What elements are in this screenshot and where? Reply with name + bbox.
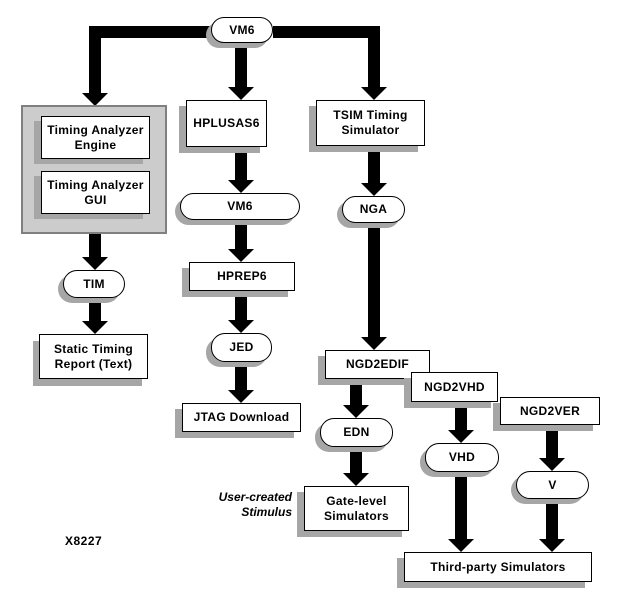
node-label-line: Timing Analyzer [47, 122, 144, 137]
arrow-ngd2edif-to-edn-head [343, 405, 369, 418]
node-ngd2ver[interactable]: NGD2VER [500, 397, 600, 425]
arrow-vm6-to-tsim-head [361, 87, 387, 100]
arrow-ngd2vhd-to-vhd [455, 402, 467, 431]
bus-left [89, 26, 211, 38]
note-line: Stimulus [241, 505, 292, 519]
node-label-line: Report (Text) [54, 356, 133, 371]
arrow-vm6-to-hplusas6 [235, 43, 247, 88]
node-label: EDN [343, 425, 370, 439]
arrow-vm6-to-timing-analyzer-head [82, 93, 108, 106]
node-label: NGA [359, 202, 388, 216]
arrow-tsim-to-nga-head [361, 183, 387, 196]
arrow-ngd2edif-to-edn [350, 379, 362, 406]
node-ngd2vhd[interactable]: NGD2VHD [411, 372, 498, 402]
node-tim[interactable]: TIM [63, 270, 125, 298]
arrow-vhd-to-third-party [455, 472, 467, 540]
node-label: JED [229, 340, 254, 354]
arrow-hprep6-to-jed-head [228, 320, 254, 333]
node-label: TIM [83, 276, 105, 291]
node-label: Third-party Simulators [430, 559, 566, 574]
bus-right [273, 26, 374, 38]
node-vm6-mid[interactable]: VM6 [180, 193, 300, 220]
node-vm6-top[interactable]: VM6 [211, 17, 273, 43]
node-label: VHD [448, 450, 476, 464]
arrow-nga-to-ngd2edif-head [361, 337, 387, 350]
node-nga[interactable]: NGA [342, 196, 405, 223]
node-label: NGD2VER [519, 403, 581, 418]
arrow-vm6-to-hplusas6-head [228, 87, 254, 100]
node-label: NGD2VHD [424, 379, 485, 394]
arrow-hplusas6-to-vm6-head [228, 180, 254, 193]
arrow-ngd2ver-to-v-head [539, 458, 565, 471]
node-label-line: Static Timing [53, 341, 134, 356]
node-label-line: Simulators [323, 508, 389, 523]
node-hplusas6[interactable]: HPLUSAS6 [186, 100, 267, 147]
arrow-vm6-to-tsim [368, 32, 380, 88]
node-label: V [548, 477, 557, 492]
arrow-tsim-to-nga [368, 146, 380, 184]
arrow-ta-to-tim [89, 234, 101, 258]
arrow-vm6-to-hprep6-head [228, 249, 254, 262]
node-third-party-simulators[interactable]: Third-party Simulators [404, 552, 592, 582]
arrow-vm6-to-hprep6 [235, 220, 247, 250]
arrow-hprep6-to-jed [235, 291, 247, 321]
arrow-ngd2ver-to-v [546, 425, 558, 459]
node-label: VM6 [227, 199, 253, 213]
arrow-ta-to-tim-head [82, 257, 108, 270]
arrow-nga-to-ngd2edif [368, 223, 380, 338]
node-label-line: Timing Analyzer [47, 177, 144, 192]
node-hprep6[interactable]: HPREP6 [189, 262, 295, 291]
node-label-line: Simulator [341, 123, 400, 137]
arrow-v-to-third-party-head [539, 539, 565, 552]
arrow-hplusas6-to-vm6 [235, 147, 247, 181]
node-label-line: GUI [84, 192, 107, 207]
arrow-vm6-to-timing-analyzer [89, 32, 101, 94]
arrow-vhd-to-third-party-head [448, 539, 474, 552]
arrow-v-to-third-party [546, 499, 558, 540]
node-label-line: TSIM Timing [333, 108, 408, 122]
arrow-jed-to-jtag [235, 362, 247, 391]
node-jtag-download[interactable]: JTAG Download [182, 403, 301, 432]
arrow-tim-to-report [89, 298, 101, 322]
node-vhd[interactable]: VHD [425, 443, 499, 472]
arrow-jed-to-jtag-head [228, 390, 254, 403]
node-label: HPLUSAS6 [193, 116, 260, 130]
node-v[interactable]: V [516, 471, 589, 499]
arrow-tim-to-report-head [82, 321, 108, 334]
figure-id: X8227 [65, 534, 103, 548]
arrow-edn-to-gate-level [350, 447, 362, 474]
note-line: User-created [218, 490, 292, 504]
node-label-line: Engine [74, 137, 117, 152]
node-label-line: Gate-level [326, 493, 387, 508]
node-label: VM6 [229, 22, 255, 37]
arrow-ngd2vhd-to-vhd-head [448, 430, 474, 443]
node-jed[interactable]: JED [211, 333, 272, 362]
node-edn[interactable]: EDN [320, 418, 393, 447]
node-label: JTAG Download [193, 410, 290, 424]
node-label: HPREP6 [217, 269, 267, 283]
node-label: NGD2EDIF [345, 357, 410, 371]
user-created-stimulus-note: User-created Stimulus [190, 490, 292, 520]
arrow-edn-to-gate-level-head [343, 473, 369, 486]
